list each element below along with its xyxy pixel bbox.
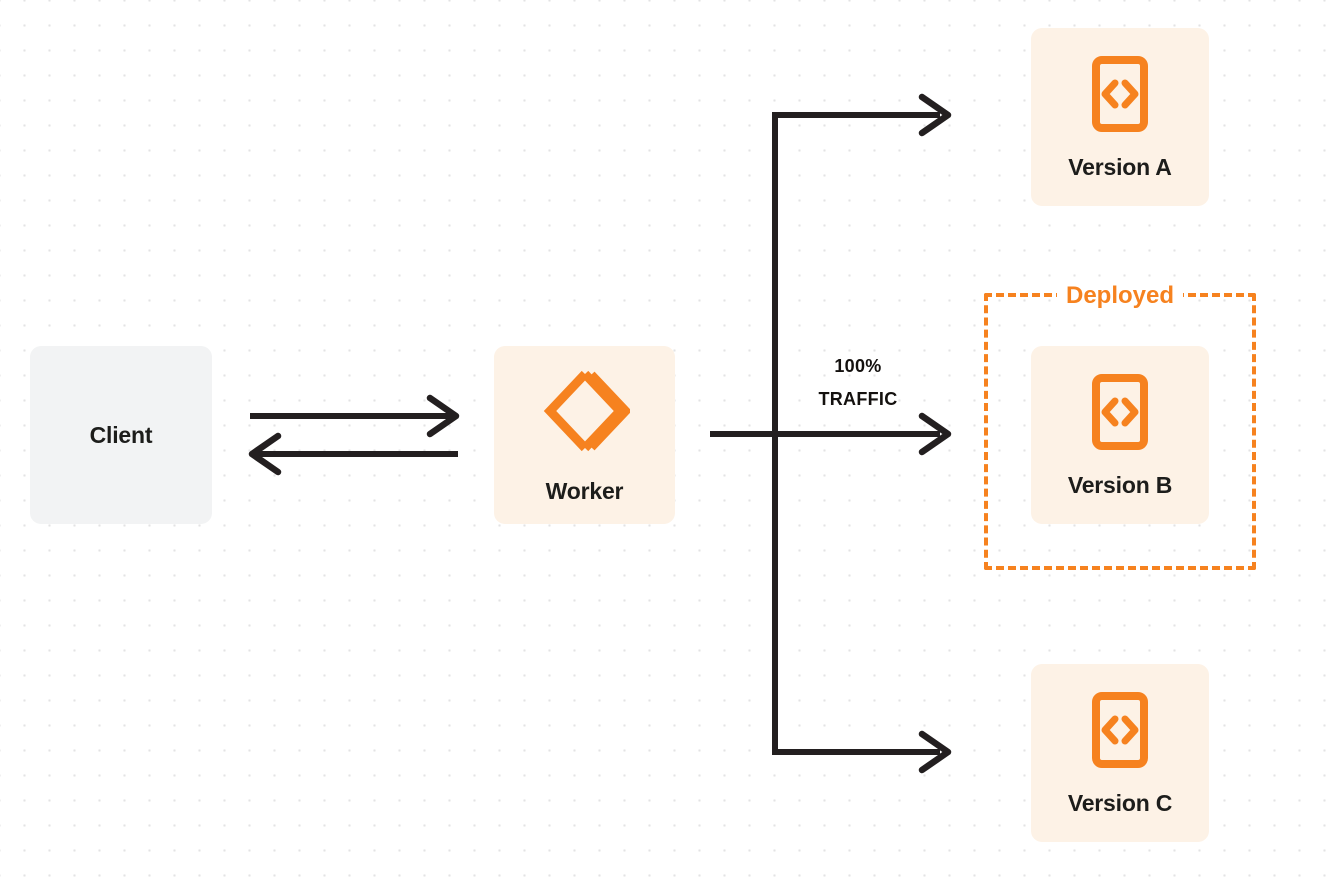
node-worker[interactable]: Worker bbox=[494, 346, 675, 524]
traffic-percent: 100% bbox=[834, 356, 882, 376]
deployed-group-label: Deployed bbox=[1056, 281, 1184, 311]
node-client[interactable]: Client bbox=[30, 346, 212, 524]
edge-bus-to-version-a bbox=[772, 93, 952, 137]
node-client-label: Client bbox=[89, 421, 153, 448]
edge-bus-to-version-c bbox=[772, 730, 952, 774]
code-file-icon bbox=[1091, 373, 1149, 450]
edge-worker-to-client bbox=[248, 432, 458, 476]
node-version-a[interactable]: Version A bbox=[1031, 28, 1209, 206]
node-version-b-label: Version B bbox=[1067, 471, 1173, 498]
traffic-word: TRAFFIC bbox=[818, 389, 898, 410]
node-version-a-label: Version A bbox=[1068, 153, 1172, 180]
code-file-icon bbox=[1091, 55, 1149, 132]
code-file-icon bbox=[1091, 691, 1149, 768]
edge-worker-to-version-b bbox=[710, 412, 952, 456]
node-version-c-label: Version C bbox=[1067, 789, 1173, 816]
deployed-group-boundary: Deployed bbox=[984, 281, 1256, 570]
edge-client-to-worker bbox=[250, 394, 460, 438]
node-version-b[interactable]: Version B bbox=[1031, 346, 1209, 524]
node-version-c[interactable]: Version C bbox=[1031, 664, 1209, 842]
cloudflare-workers-logo-icon bbox=[540, 368, 632, 454]
node-worker-label: Worker bbox=[545, 477, 624, 504]
traffic-share-label: 100% TRAFFIC bbox=[790, 350, 926, 417]
